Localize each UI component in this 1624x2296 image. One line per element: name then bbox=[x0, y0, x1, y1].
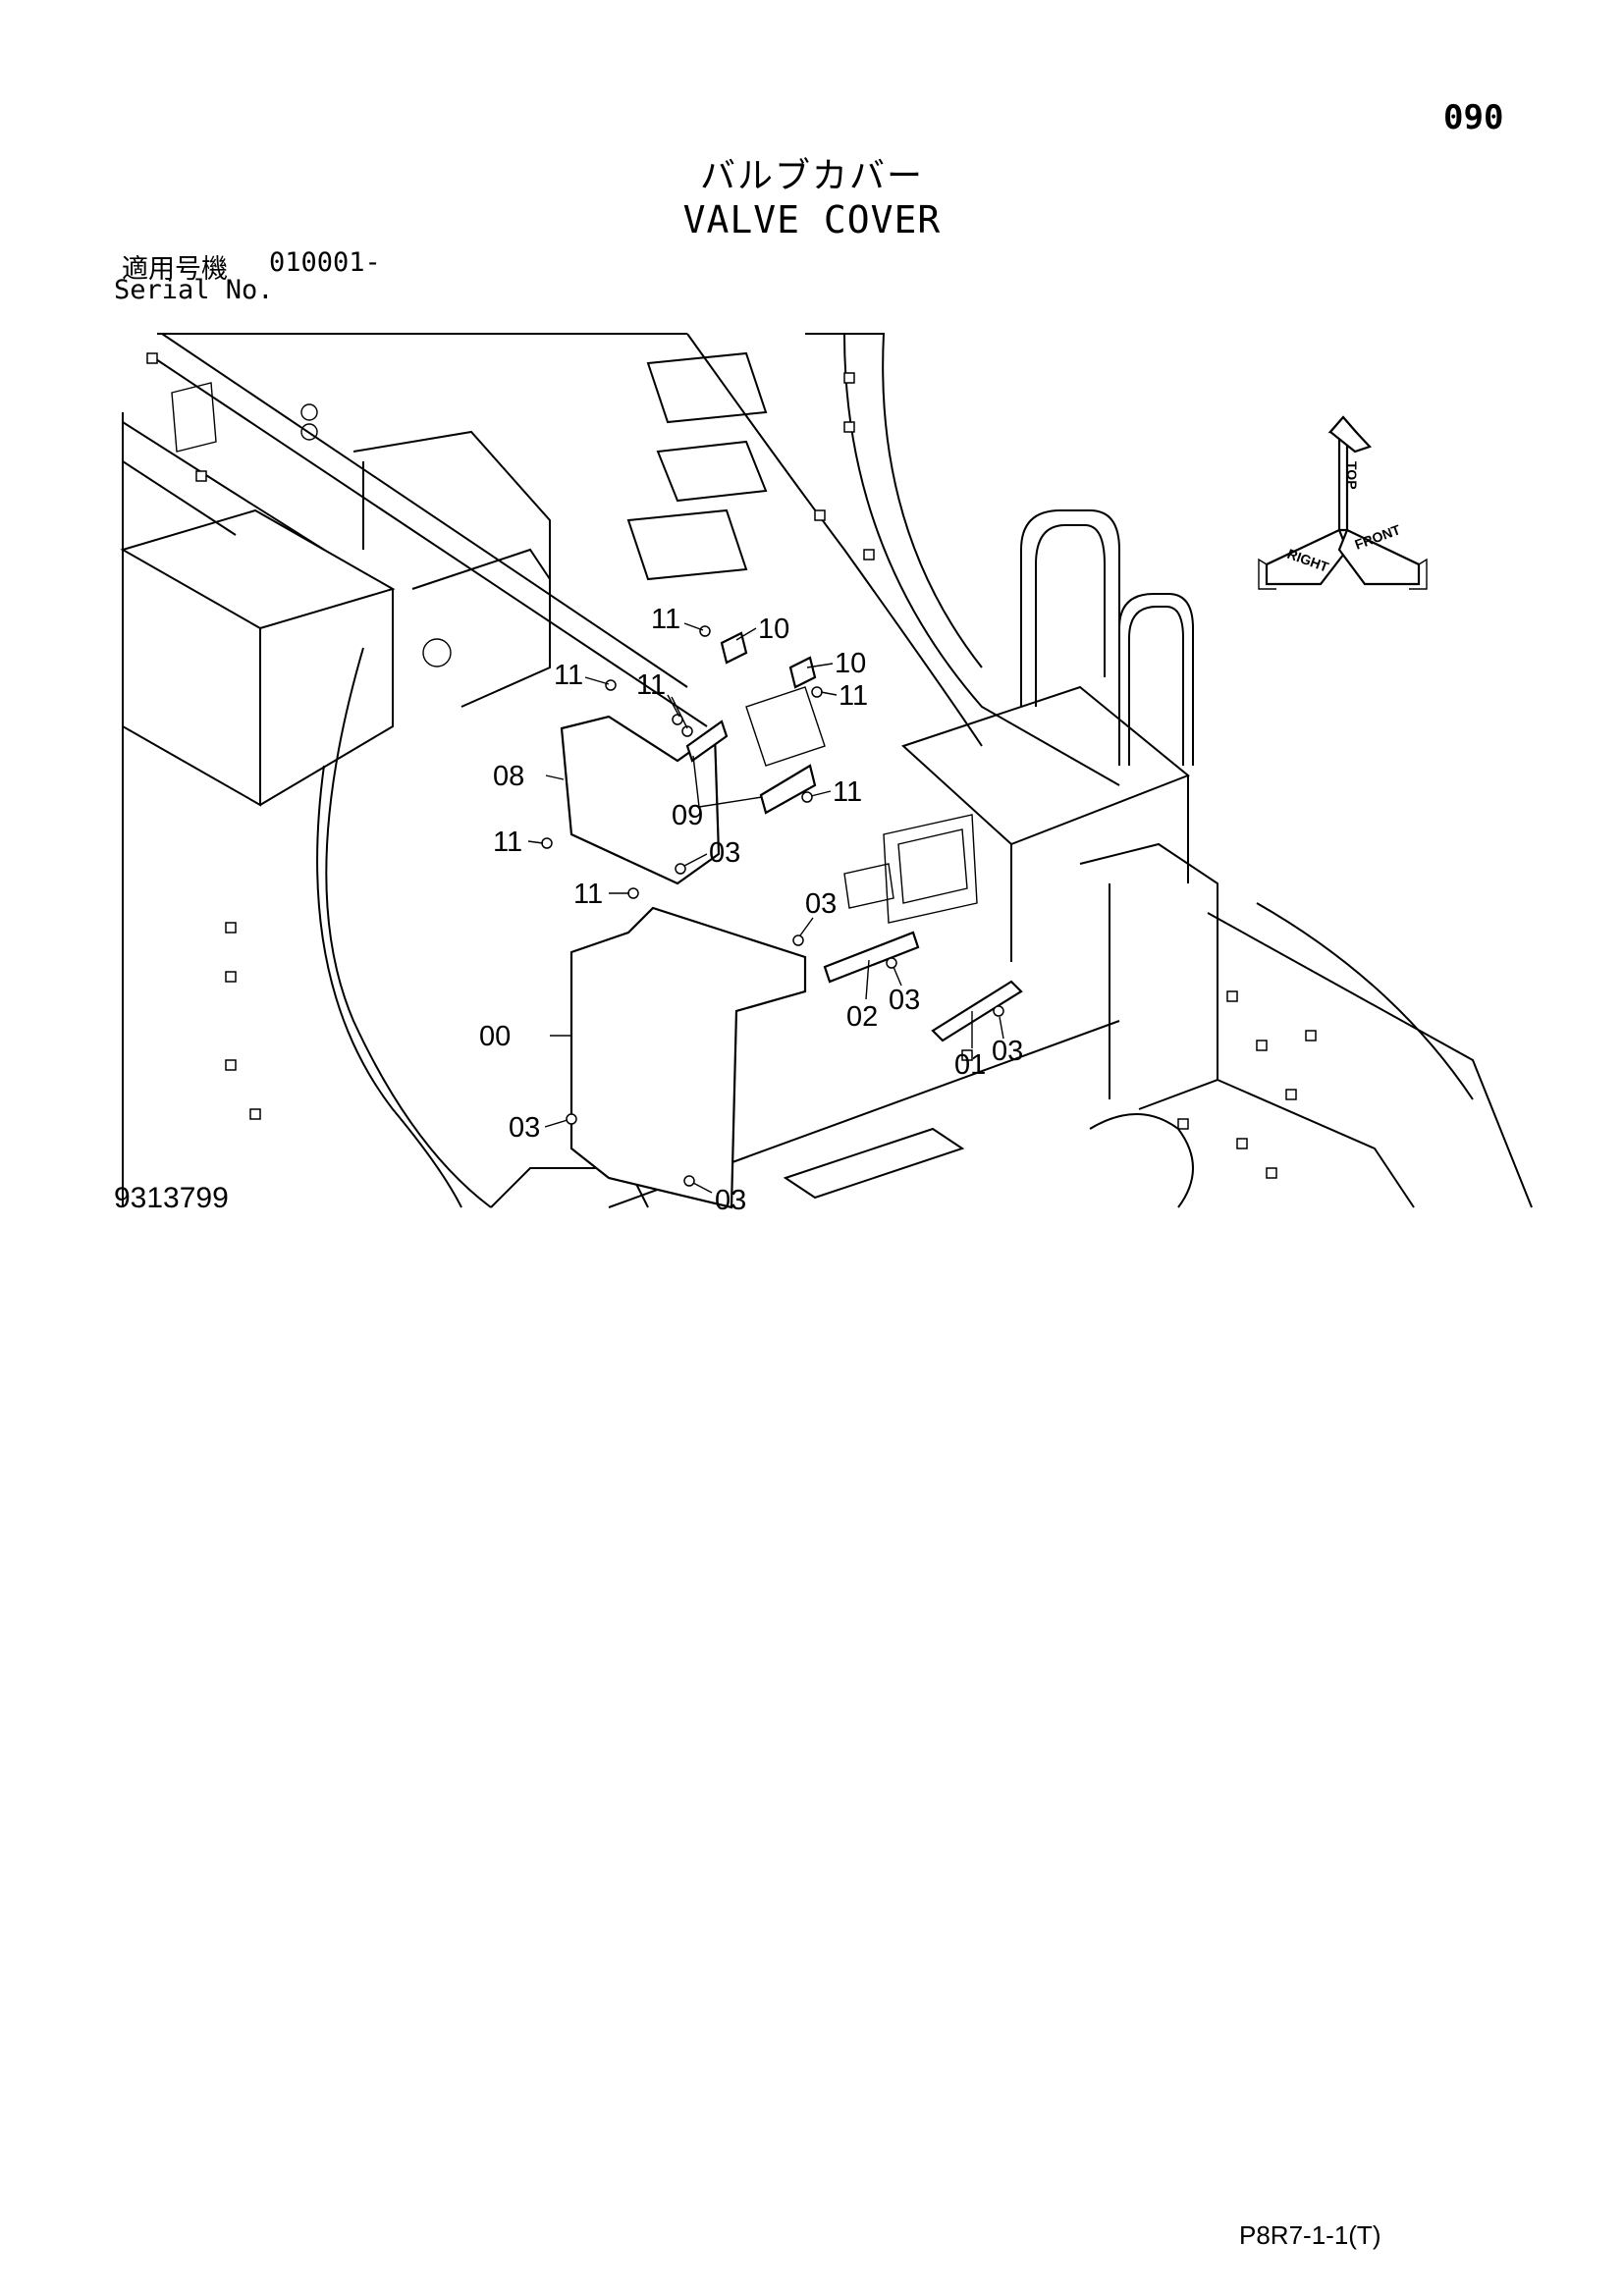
callout-03: 03 bbox=[509, 1112, 540, 1144]
callout-03: 03 bbox=[805, 888, 837, 920]
callout-01: 01 bbox=[954, 1049, 986, 1081]
serial-number-value: 010001- bbox=[269, 247, 381, 278]
callout-09: 09 bbox=[672, 800, 703, 831]
title-english: VALVE COVER bbox=[682, 198, 942, 241]
callout-03: 03 bbox=[889, 985, 920, 1016]
callout-labels: 11 10 10 11 11 11 08 09 11 11 03 11 03 0… bbox=[479, 604, 1023, 1216]
footer-code: P8R7-1-1(T) bbox=[1239, 2220, 1381, 2250]
callout-03: 03 bbox=[992, 1036, 1023, 1067]
callout-08: 08 bbox=[493, 761, 524, 792]
leader-lines bbox=[527, 622, 1004, 1194]
machine-frame bbox=[120, 333, 1533, 1208]
orientation-indicator: TOP RIGHT FRONT bbox=[1258, 415, 1428, 590]
callout-10: 10 bbox=[835, 648, 866, 679]
bracket-10 bbox=[720, 631, 817, 689]
callout-11: 11 bbox=[651, 604, 680, 635]
diagram-number: 9313799 bbox=[114, 1182, 229, 1214]
callout-03: 03 bbox=[715, 1185, 746, 1216]
callout-11: 11 bbox=[833, 776, 862, 808]
orientation-label-top: TOP bbox=[1344, 461, 1360, 490]
serial-label-japanese: 適用号機 bbox=[122, 254, 228, 285]
callout-11: 11 bbox=[493, 827, 522, 858]
bracket-01 bbox=[931, 980, 1023, 1042]
page-number: 090 bbox=[1443, 98, 1504, 137]
cover-08 bbox=[560, 715, 721, 885]
callout-00: 00 bbox=[479, 1021, 511, 1052]
cover-00 bbox=[569, 906, 807, 1209]
callout-10: 10 bbox=[758, 614, 789, 645]
callout-03: 03 bbox=[709, 837, 740, 869]
callout-11: 11 bbox=[839, 680, 868, 712]
callout-11: 11 bbox=[554, 660, 583, 691]
callout-11: 11 bbox=[573, 879, 603, 910]
serial-label-english: Serial No. bbox=[114, 275, 274, 305]
title-japanese: バルブカバー bbox=[699, 156, 924, 196]
bracket-09 bbox=[685, 720, 817, 815]
callout-11: 11 bbox=[636, 669, 666, 701]
bracket-02 bbox=[823, 931, 920, 984]
callout-02: 02 bbox=[846, 1001, 878, 1033]
